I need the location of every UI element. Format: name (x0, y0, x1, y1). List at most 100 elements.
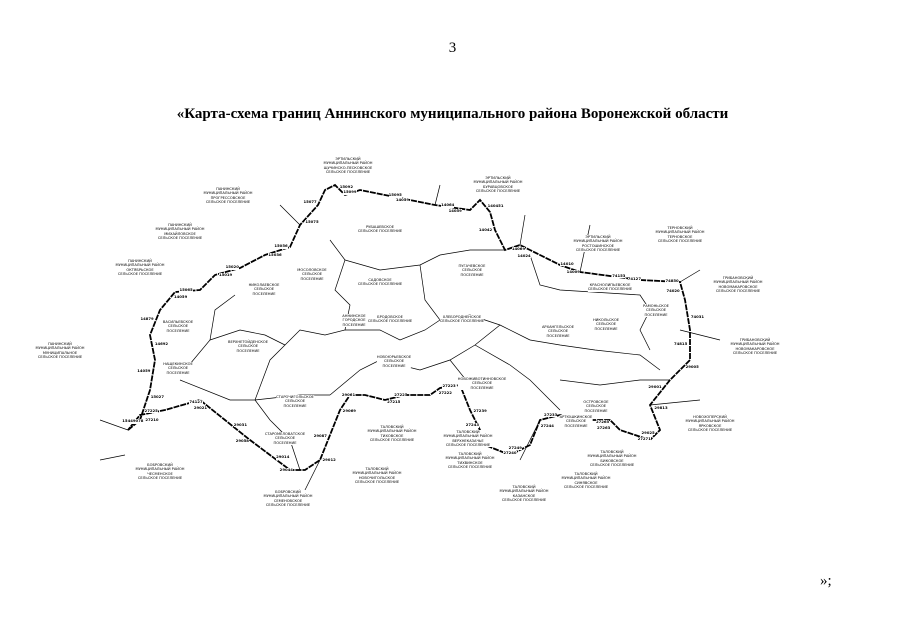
boundary-line (434, 184, 441, 206)
boundary-point-label: 27263 (597, 425, 611, 431)
region-label: Пугачевское сельское поселение (458, 264, 486, 277)
boundary-point-label: 74127 (627, 276, 641, 282)
boundary-point-label: 140451 (487, 202, 504, 208)
region-label: Старомеловатское сельское поселение (264, 432, 306, 445)
boundary-point-label: 14059 (137, 367, 151, 373)
boundary-point-label: 27225 (144, 407, 158, 414)
boundary-point-label: 14059 (448, 208, 462, 214)
boundary-point-label: 27243 (465, 422, 479, 428)
boundary-point-label: 14024 (517, 252, 531, 259)
page-number: 3 (448, 40, 457, 56)
boundary-point-label: 14692 (154, 341, 169, 347)
boundary-point-label: 29031 (233, 421, 247, 427)
boundary-point-label: 29813 (654, 405, 668, 411)
boundary-point-label: 27249 (508, 444, 522, 451)
region-label: Садовское сельское поселение (357, 278, 403, 287)
closing-quote: »; (820, 573, 832, 589)
boundary-point-label: 29058 (235, 438, 249, 444)
boundary-point-label: 29025 (641, 429, 655, 435)
boundary-point-label: 74020 (666, 287, 680, 294)
region-label: Таловский муниципальный район Тиховское … (367, 425, 417, 443)
boundary-point-label: 27222 (438, 389, 452, 396)
region-label: Панинский муниципальный район Михайловск… (155, 223, 205, 241)
boundary-point-label: 27265 (595, 418, 610, 425)
boundary-point-label: 15036 (268, 251, 282, 258)
region-label: Панинский муниципальный район Прогрессов… (203, 187, 253, 205)
region-label: Грибановский муниципальный район Новомак… (713, 276, 763, 294)
boundary-point-label: 27225 (394, 392, 408, 398)
region-label: Аннинское городское поселение (342, 314, 366, 327)
boundary-line (254, 399, 301, 471)
boundary-point-label: 15449078 (122, 418, 144, 424)
region-label: Эртильский муниципальный район Ростошинс… (573, 235, 623, 253)
boundary-line (679, 329, 721, 341)
region-label: Таловский муниципальный район Биковское … (587, 450, 637, 468)
region-label: Васильевское сельское поселение (162, 320, 194, 333)
boundary-line (99, 419, 129, 431)
boundary-point-label: 27239 (473, 408, 487, 414)
boundary-point-label: 15065 (179, 287, 193, 293)
region-label: Таловский муниципальный район Новочиголь… (352, 467, 402, 485)
boundary-line (529, 254, 651, 351)
region-label: Новоживотинновское сельское поселение (457, 377, 507, 390)
boundary-line (474, 344, 561, 411)
region-label: Новоюрьевское сельское поселение (376, 355, 412, 368)
region-label: Таловский муниципальный район Казанское … (499, 485, 549, 503)
boundary-point-label: 15019 (218, 271, 233, 278)
region-label: Рамоньское сельское поселение (643, 304, 669, 317)
boundary-point-label: 14069 (511, 245, 526, 252)
region-label: Таловский муниципальный район Тихвинское… (445, 452, 495, 470)
region-label: Панинский муниципальный район Октябрьско… (115, 259, 165, 277)
region-label: Рубашевское сельское поселение (357, 225, 403, 234)
region-label: Терновский муниципальный район Терновско… (655, 226, 705, 244)
boundary-line (345, 319, 441, 341)
boundary-line (99, 454, 126, 461)
boundary-point-label: 74127 (189, 398, 203, 405)
region-label: Таловский муниципальный район Верхнеказа… (443, 430, 493, 448)
region-label: Эртильский муниципальный район Буравцовс… (473, 176, 523, 194)
boundary-line (254, 239, 351, 401)
boundary-point-label: 15075 (305, 219, 319, 225)
boundary-point-label: 27223 (442, 383, 456, 389)
boundary-point-label: 15020 (225, 264, 239, 270)
boundary-line (529, 339, 661, 371)
region-label: Бродовское сельское поселение (367, 315, 413, 324)
boundary-point-label: 29087 (313, 432, 327, 439)
region-label: Верхнетойденское сельское поселение (228, 340, 268, 353)
boundary-point-label: 15056 (274, 243, 288, 249)
region-label: Артюшкинское сельское поселение (559, 415, 593, 428)
boundary-point-label: 27215 (387, 398, 401, 405)
boundary-point-label: 29001 (648, 383, 662, 390)
boundary-line (344, 249, 505, 271)
boundary-point-label: 15095 (388, 192, 402, 198)
boundary-point-label: 15099 (343, 189, 357, 195)
region-label: Грибановский муниципальный район Новомак… (730, 338, 780, 356)
boundary-point-label: 74153 (612, 272, 626, 279)
region-label: Николаевское сельское поселение (248, 283, 280, 296)
region-label: Старочигольское сельское поселение (276, 395, 314, 408)
boundary-line (649, 399, 701, 406)
boundary-point-label: 29014 (276, 454, 290, 460)
boundary-line (679, 269, 701, 283)
region-label: Краснолипьевское сельское поселение (587, 283, 633, 292)
boundary-point-label: 14059 (395, 197, 410, 203)
boundary-point-label: 74850 (665, 278, 679, 284)
region-label: Таловский муниципальный район Синявское … (561, 472, 611, 490)
boundary-line (184, 294, 236, 371)
boundary-point-label: 27240 (503, 450, 517, 456)
boundary-line (559, 379, 670, 386)
boundary-point-label: 29021 (193, 404, 208, 411)
boundary-point-label: 29044 (279, 467, 293, 473)
region-label: Архангельское сельское поселение (541, 325, 575, 338)
boundary-point-label: 15027 (150, 393, 164, 400)
region-label: Бобровский муниципальный район Чесменско… (135, 463, 185, 481)
boundary-line (519, 214, 526, 246)
boundary-point-label: 29061 (341, 392, 356, 398)
boundary-point-label: 27244 (540, 422, 554, 429)
region-label: Мосоловское сельское поселение (297, 268, 327, 281)
boundary-point-label: 29005 (685, 364, 699, 370)
boundary-point-label: 27210 (145, 416, 159, 422)
boundary-point-label: 14879 (140, 315, 154, 322)
boundary-point-label: 29012 (322, 457, 336, 463)
